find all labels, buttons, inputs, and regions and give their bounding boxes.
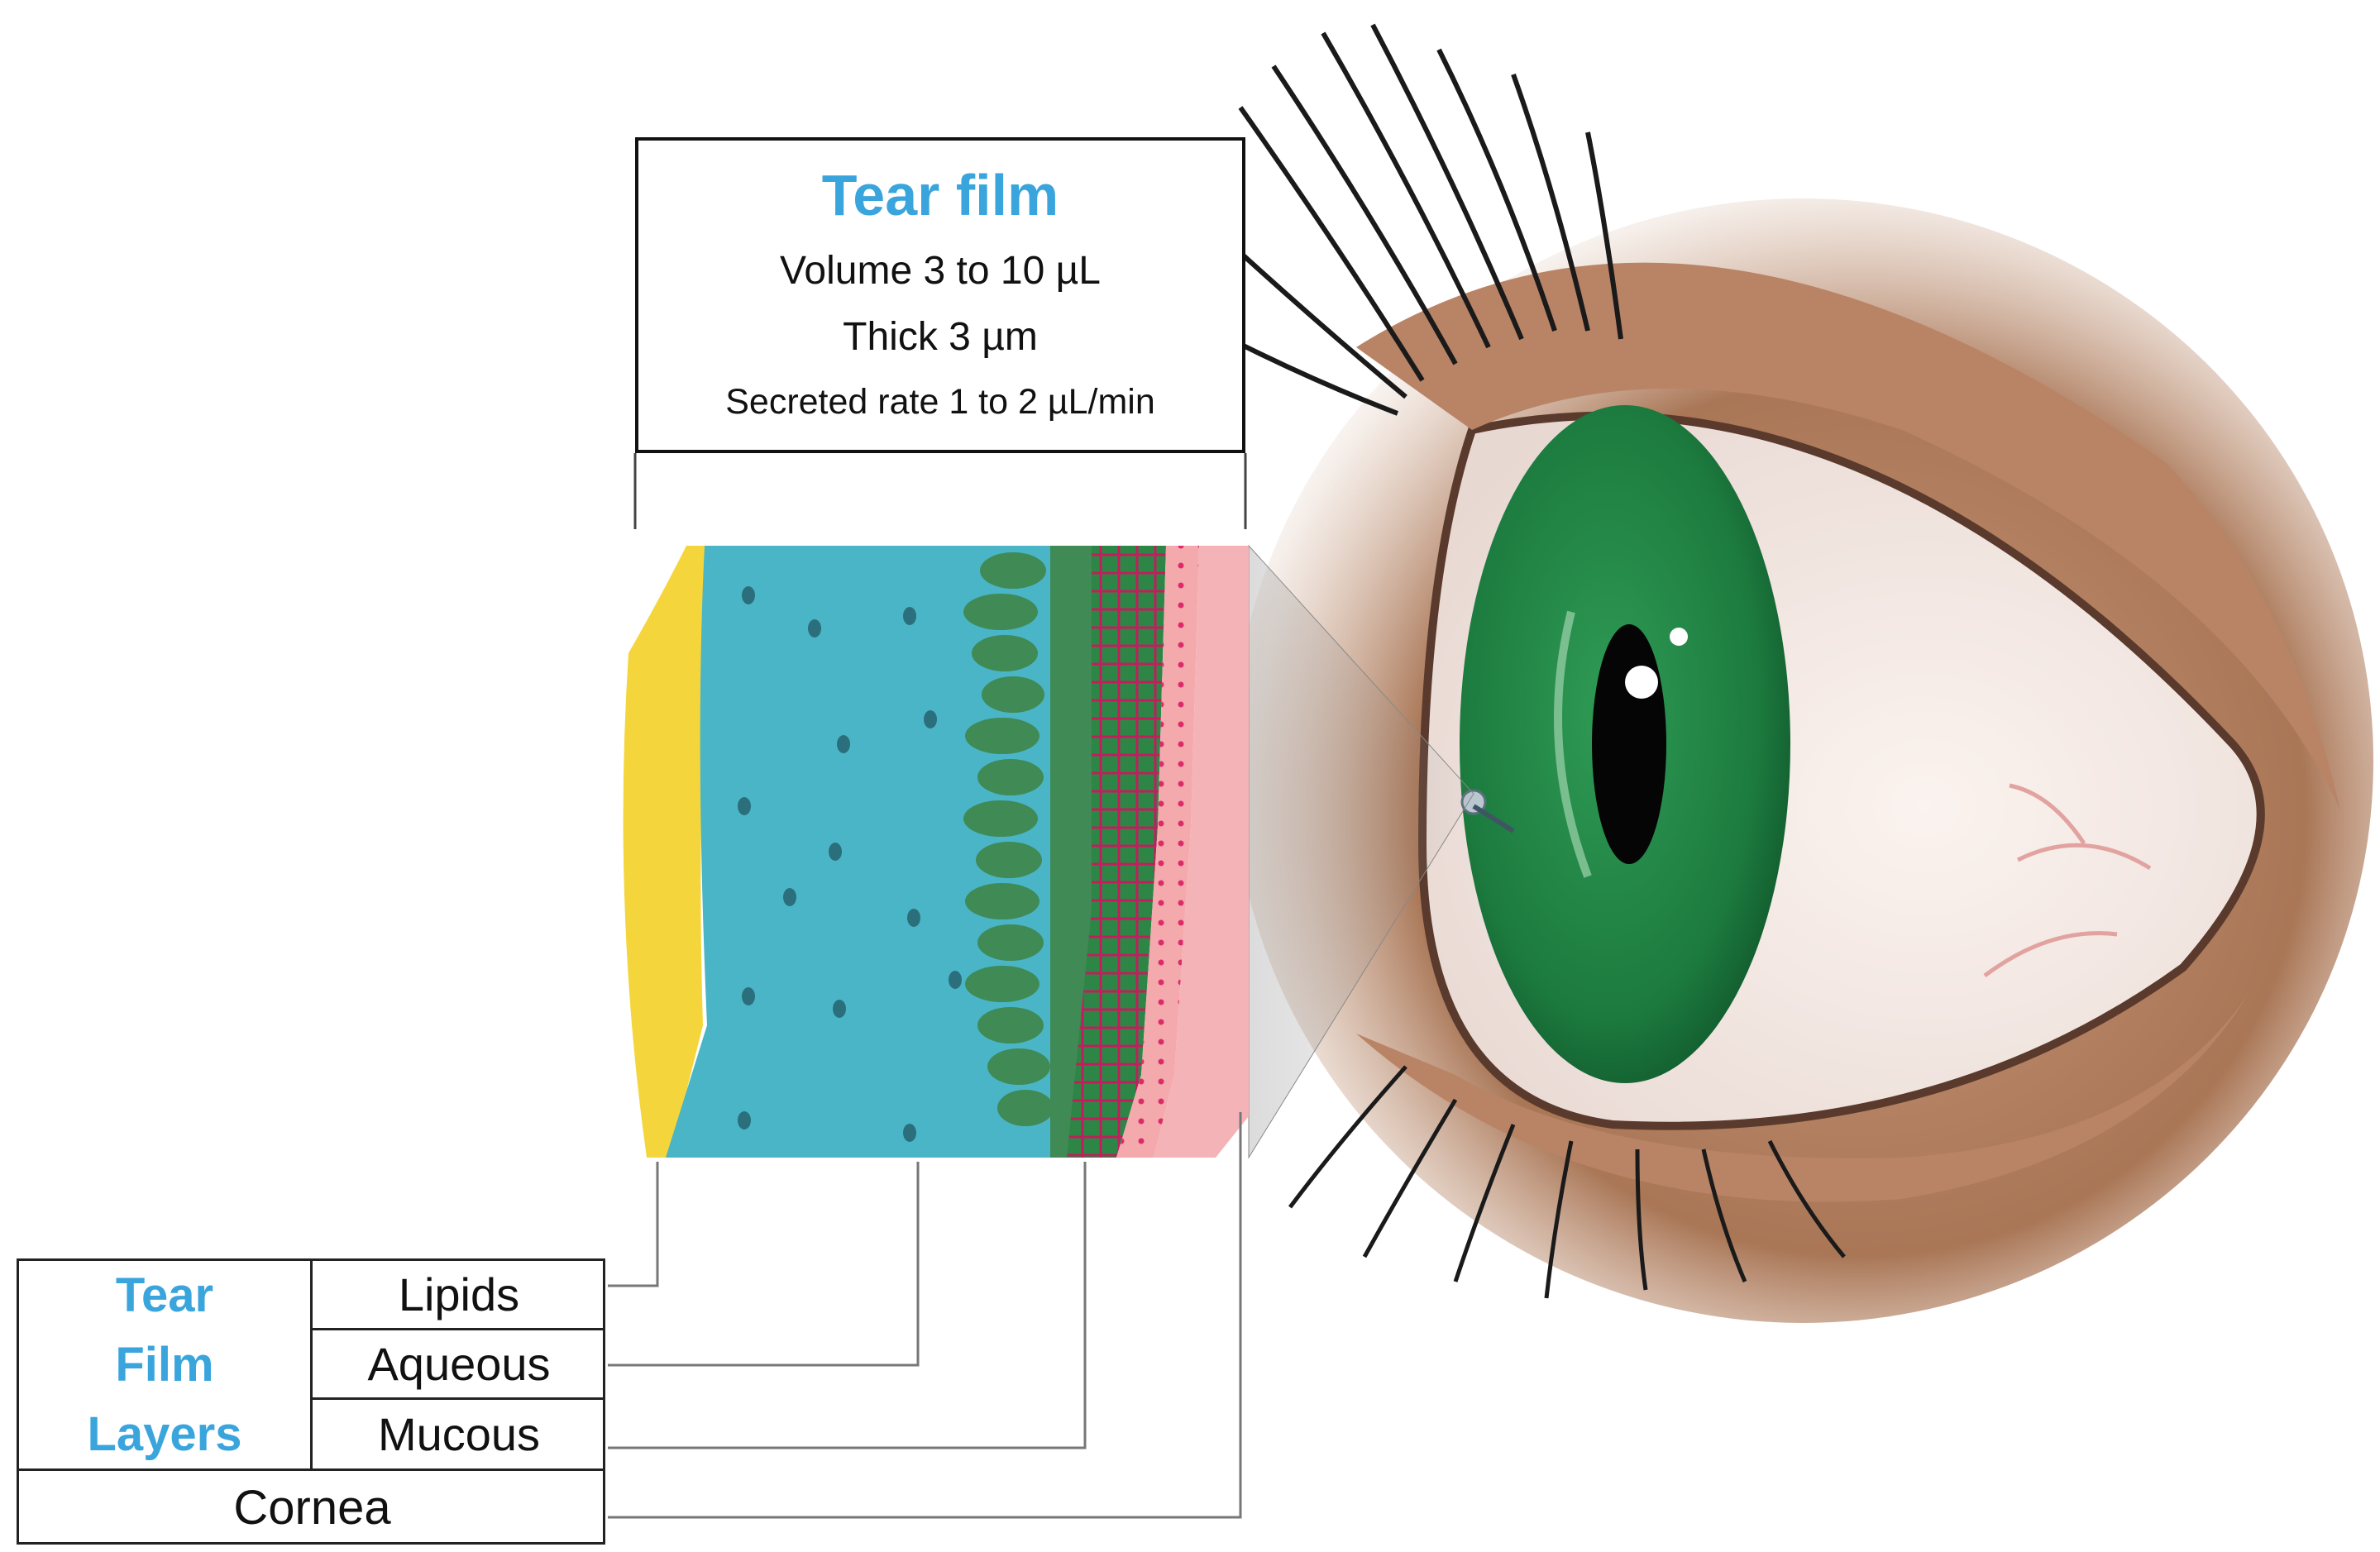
eye-highlight [1625,666,1658,699]
aqueous-layer [666,546,1067,1158]
lipid-layer [623,546,718,1158]
info-thickness: Thick 3 µm [843,315,1038,359]
info-title: Tear film [821,163,1059,227]
glycocalyx-mesh-layer [1067,546,1166,1158]
tear-film-info-box: Tear film Volume 3 to 10 µL Thick 3 µm S… [635,137,1245,453]
eye-illustration [1181,23,2373,1323]
leader-aqueous [608,1162,920,1367]
tear-film-block [623,546,1249,1158]
corneal-epithelium [1116,546,1199,1158]
tear-film-layers-table: Tear Film Layers Lipids Aqueous Mucous C… [17,1258,605,1545]
legend-header-line: Film [115,1337,214,1392]
cornea-stroma [1154,546,1249,1158]
lower-eyelid [1356,992,2249,1202]
eye-highlight-small [1670,628,1688,646]
leader-lipids [608,1162,659,1287]
legend-header: Tear Film Layers [19,1261,313,1471]
legend-row-lipids: Lipids [313,1261,605,1330]
info-bracket [633,453,1247,529]
leader-cornea [608,1112,1242,1519]
pupil [1592,624,1666,864]
legend-row-aqueous: Aqueous [313,1330,605,1400]
blood-vessels [1983,783,2152,978]
info-secretion-rate: Secreted rate 1 to 2 µL/min [725,382,1155,422]
legend-row-mucous: Mucous [313,1400,605,1471]
leader-lines [608,1112,1242,1519]
info-volume: Volume 3 to 10 µL [780,249,1101,293]
zoom-pointer [1472,804,1515,833]
aqueous-particles [738,586,962,1142]
legend-header-line: Layers [87,1406,242,1461]
lower-eyelashes [1288,1065,1846,1299]
upper-eyelid [1356,262,2340,810]
leader-mucous [608,1162,1087,1449]
legend-header-line: Tear [115,1268,214,1322]
legend-row-cornea: Cornea [233,1481,391,1535]
iris-reflection [1554,610,1592,878]
